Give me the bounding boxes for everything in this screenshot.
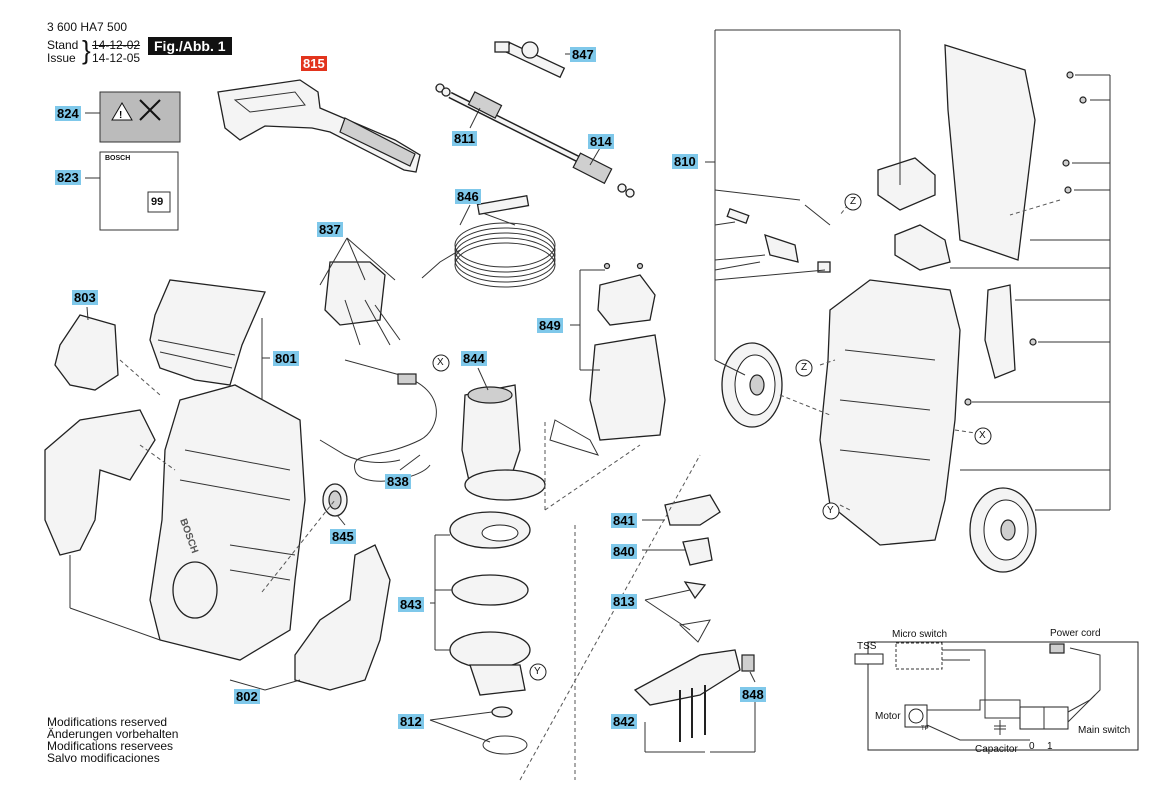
callout-811[interactable]: 811 bbox=[452, 131, 477, 146]
callout-849[interactable]: 849 bbox=[537, 318, 563, 333]
callout-848[interactable]: 848 bbox=[740, 687, 766, 702]
rear-shell-part bbox=[44, 409, 156, 556]
callout-815[interactable]: 815 bbox=[301, 56, 327, 71]
callout-823[interactable]: 823 bbox=[55, 170, 81, 185]
ref-z-top-text: Z bbox=[850, 196, 857, 207]
leader-lines bbox=[69, 29, 1111, 753]
stand-date-old: 14-12-02 bbox=[92, 38, 141, 52]
callout-813[interactable]: 813 bbox=[611, 594, 637, 609]
lower-cover-part bbox=[294, 544, 391, 691]
spray-gun-part bbox=[217, 79, 421, 173]
wiring-pos1: 1 bbox=[1047, 741, 1053, 752]
pump-head-part bbox=[633, 494, 755, 742]
wiring-diagram bbox=[854, 641, 1139, 751]
frame-part bbox=[819, 44, 1036, 546]
bracket-part bbox=[54, 314, 119, 391]
trigger-parts bbox=[726, 204, 831, 273]
hood-part bbox=[149, 279, 266, 386]
ref-x-top-text: X bbox=[437, 357, 444, 368]
motor-part bbox=[461, 384, 546, 501]
wiring-main-switch: Main switch bbox=[1078, 725, 1131, 736]
rating-label-part bbox=[99, 151, 179, 231]
callout-844[interactable]: 844 bbox=[461, 351, 487, 366]
callout-847[interactable]: 847 bbox=[570, 47, 596, 62]
callout-814[interactable]: 814 bbox=[588, 134, 614, 149]
stand-label: Stand bbox=[47, 38, 79, 52]
wiring-tp: TP bbox=[921, 726, 929, 732]
callout-801[interactable]: 801 bbox=[273, 351, 299, 366]
sticker-brand: BOSCH bbox=[105, 155, 131, 162]
callout-846[interactable]: 846 bbox=[455, 189, 481, 204]
mod-line-es: Salvo modificaciones bbox=[47, 751, 160, 765]
mod-line-fr: Modifications reservees bbox=[47, 739, 174, 753]
wiring-power-cord: Power cord bbox=[1050, 628, 1101, 639]
callout-824[interactable]: 824 bbox=[55, 106, 81, 121]
wiring-micro-switch: Micro switch bbox=[892, 629, 948, 640]
wiring-pos0: 0 bbox=[1029, 741, 1035, 752]
callout-802[interactable]: 802 bbox=[234, 689, 260, 704]
modifications-notice: Modifications reserved Änderungen vorbeh… bbox=[47, 716, 178, 764]
assembly-lines bbox=[119, 199, 1061, 781]
ref-z-mid-text: Z bbox=[801, 362, 808, 373]
wiring-motor: Motor bbox=[875, 711, 901, 722]
wiring-tss: TSS bbox=[857, 641, 877, 652]
callout-840[interactable]: 840 bbox=[611, 544, 637, 559]
ref-y-frame-text: Y bbox=[827, 505, 834, 516]
wheel-right-part bbox=[969, 487, 1037, 573]
wheel-left-part bbox=[721, 342, 783, 428]
issue-date: 14-12-05 bbox=[92, 51, 141, 65]
callout-803[interactable]: 803 bbox=[72, 290, 98, 305]
nozzle-part bbox=[494, 41, 566, 79]
mod-line-de: Änderungen vorbehalten bbox=[47, 727, 179, 741]
o-ring-part bbox=[482, 706, 528, 755]
sticker-number: 99 bbox=[151, 196, 164, 208]
wiring-capacitor: Capacitor bbox=[975, 744, 1018, 755]
ref-y-pump-text: Y bbox=[534, 666, 541, 677]
callout-812[interactable]: 812 bbox=[398, 714, 424, 729]
lance-part bbox=[435, 83, 635, 198]
callout-838[interactable]: 838 bbox=[385, 474, 411, 489]
callout-843[interactable]: 843 bbox=[398, 597, 424, 612]
mod-line-en: Modifications reserved bbox=[47, 715, 168, 729]
water-tank-part bbox=[549, 274, 666, 456]
hose-part bbox=[421, 194, 556, 288]
screws bbox=[603, 71, 1087, 406]
issue-label: Issue bbox=[47, 51, 76, 65]
callout-810[interactable]: 810 bbox=[672, 154, 698, 169]
brace: } bbox=[82, 35, 91, 65]
doc-number: 3 600 HA7 500 bbox=[47, 20, 128, 34]
knob-part bbox=[322, 483, 348, 517]
svg-text:!: ! bbox=[119, 110, 122, 121]
power-cord-part bbox=[319, 359, 437, 482]
ref-x-right-text: X bbox=[979, 430, 986, 441]
main-housing-part: BOSCH bbox=[149, 384, 306, 661]
switch-box-part bbox=[324, 261, 401, 346]
figure-label: Fig./Abb. 1 bbox=[148, 37, 232, 55]
callout-842[interactable]: 842 bbox=[611, 714, 637, 729]
flange-part bbox=[449, 511, 531, 696]
callout-845[interactable]: 845 bbox=[330, 529, 356, 544]
callout-841[interactable]: 841 bbox=[611, 513, 637, 528]
warning-sticker-part: ! bbox=[99, 91, 181, 143]
callout-837[interactable]: 837 bbox=[317, 222, 343, 237]
